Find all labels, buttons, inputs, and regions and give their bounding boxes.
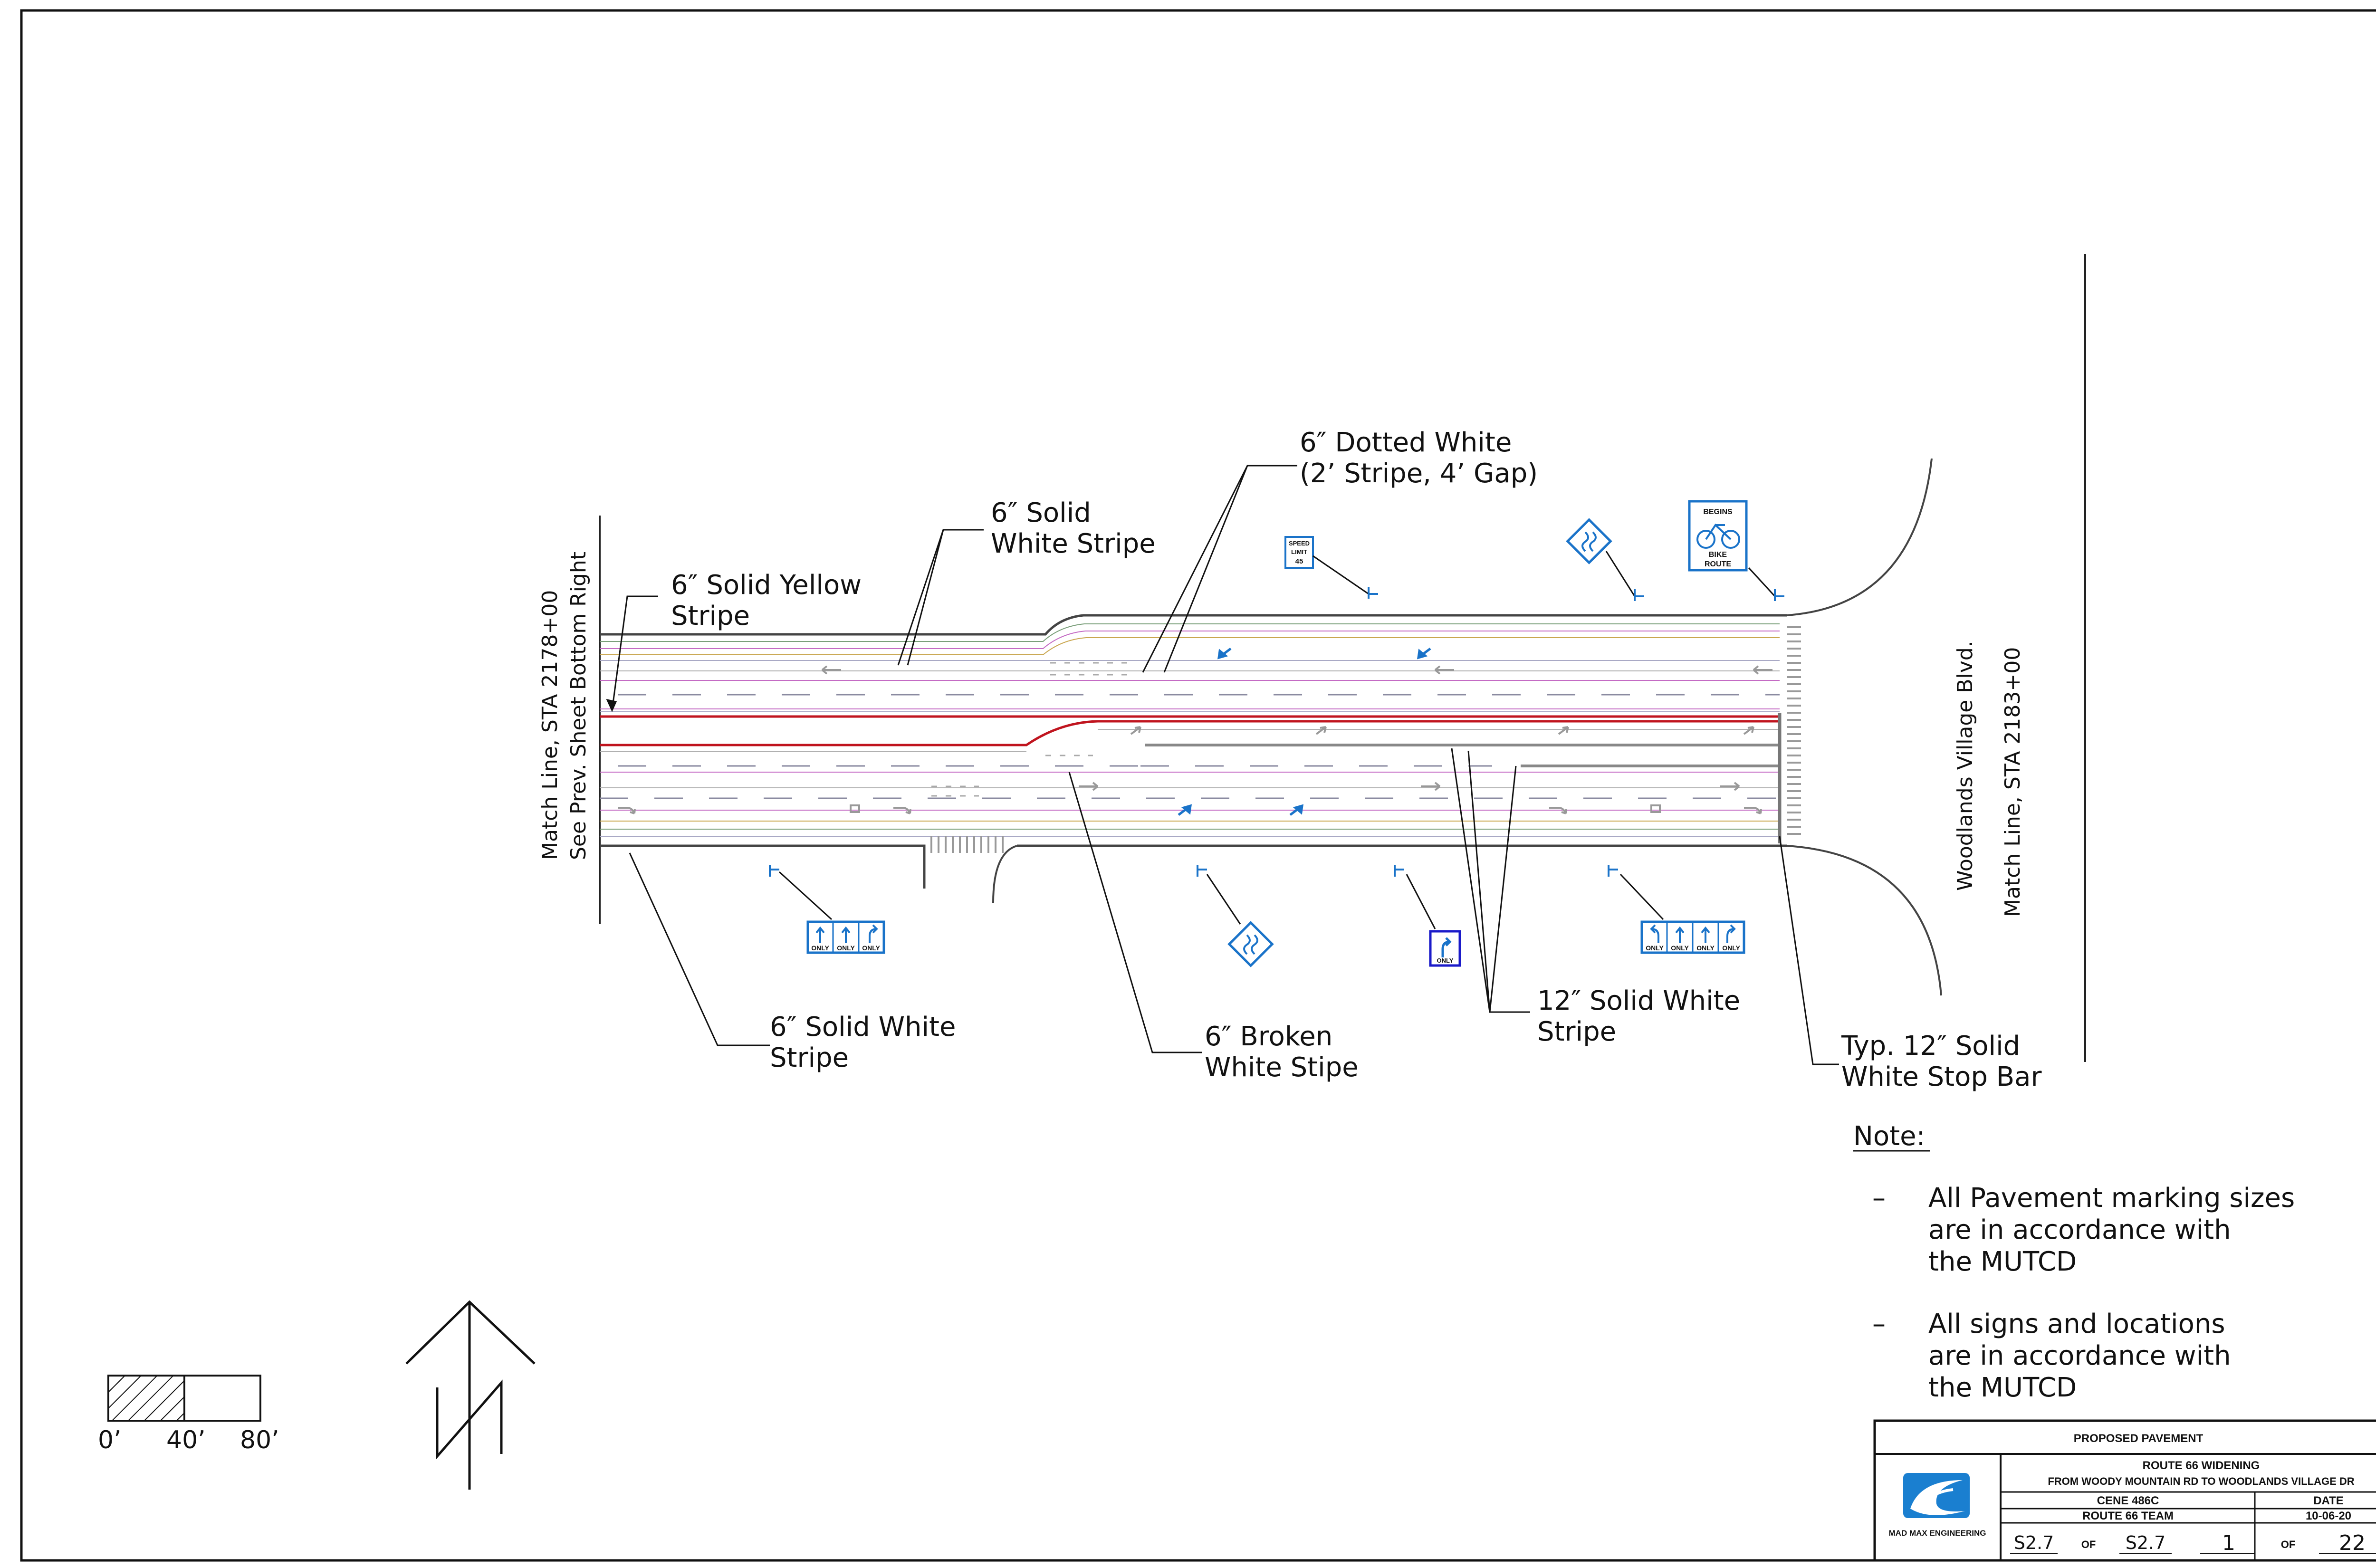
only-label-7: ONLY bbox=[1696, 944, 1715, 952]
bike-route-sign: BEGINS BIKE ROUTE bbox=[1688, 500, 1784, 601]
bike-sign-line-3: ROUTE bbox=[1705, 560, 1731, 568]
lane-shift-sign-south bbox=[1197, 865, 1274, 967]
lane-shift-sign-north bbox=[1566, 518, 1644, 601]
only-label-2: ONLY bbox=[837, 944, 855, 952]
sheet-title: PROPOSED PAVEMENT bbox=[2074, 1432, 2204, 1445]
callout-leaders bbox=[606, 465, 1839, 1065]
sheet-border bbox=[20, 9, 2376, 1562]
course-number: CENE 486C bbox=[2097, 1494, 2159, 1507]
note-1-line-3: the MUTCD bbox=[1928, 1246, 2077, 1277]
firm-name: MAD MAX ENGINEERING bbox=[1889, 1529, 1986, 1538]
team-name: ROUTE 66 TEAM bbox=[2082, 1510, 2174, 1522]
north-arrow bbox=[405, 1300, 536, 1490]
speed-sign-line-3: 45 bbox=[1295, 557, 1303, 565]
note-2-line-3: the MUTCD bbox=[1928, 1372, 2077, 1403]
stop-bar-label-2: White Stop Bar bbox=[1841, 1061, 2042, 1092]
right-turn-only-sign: ONLY bbox=[1394, 865, 1461, 967]
driveway-crosswalk bbox=[930, 836, 1004, 853]
yellow-stripe-label-2: Stripe bbox=[671, 601, 750, 631]
left-turn-bay-taper bbox=[600, 720, 1780, 746]
southwest-curb-return bbox=[992, 845, 1017, 903]
date-label: DATE bbox=[2313, 1494, 2344, 1507]
broken-white-label-1: 6″ Broken bbox=[1205, 1021, 1332, 1052]
callout-labels: 6″ Solid Yellow Stripe 6″ Solid White St… bbox=[671, 427, 2042, 1092]
note-2-line-2: are in accordance with bbox=[1928, 1340, 2231, 1371]
project-limits: FROM WOODY MOUNTAIN RD TO WOODLANDS VILL… bbox=[2048, 1475, 2354, 1487]
scale-tick-80: 80’ bbox=[240, 1426, 279, 1454]
solid-white-bottom-label-1: 6″ Solid White bbox=[770, 1012, 956, 1042]
cross-street-label: Woodlands Village Blvd. Match Line, STA … bbox=[1953, 641, 2025, 917]
page-of-label: OF bbox=[2281, 1539, 2296, 1550]
page-total: 22 bbox=[2339, 1531, 2366, 1555]
sheet-number: S2.7 bbox=[2014, 1532, 2054, 1553]
note-1-dash: – bbox=[1872, 1183, 1886, 1214]
match-line-left-text-1: Match Line, STA 2178+00 bbox=[538, 590, 562, 860]
solid-white-top-label-1: 6″ Solid bbox=[991, 497, 1091, 528]
only-label-3: ONLY bbox=[862, 944, 880, 952]
scale-bar: 0’ 40’ 80’ bbox=[98, 1375, 279, 1454]
only-label-8: ONLY bbox=[1722, 944, 1740, 952]
speed-limit-sign: SPEED LIMIT 45 bbox=[1284, 536, 1378, 599]
date-value: 10-06-20 bbox=[2306, 1510, 2351, 1522]
notes-heading: Note: bbox=[1853, 1121, 1925, 1152]
only-label-1: ONLY bbox=[811, 944, 829, 952]
solid-white-12-label-1: 12″ Solid White bbox=[1537, 985, 1740, 1016]
stop-bar-label-1: Typ. 12″ Solid bbox=[1841, 1031, 2020, 1061]
only-label-4: ONLY bbox=[1437, 957, 1454, 964]
title-block: PROPOSED PAVEMENT ROUTE 66 WIDENING FROM… bbox=[1873, 1419, 2376, 1562]
solid-white-12-label-2: Stripe bbox=[1537, 1016, 1616, 1047]
only-label-5: ONLY bbox=[1646, 944, 1664, 952]
bike-lane-arrows bbox=[1178, 648, 1431, 816]
note-1-line-1: All Pavement marking sizes bbox=[1928, 1183, 2295, 1214]
broken-white-label-2: White Stipe bbox=[1205, 1052, 1359, 1083]
firm-logo bbox=[1903, 1473, 1970, 1518]
note-2-line-1: All signs and locations bbox=[1928, 1309, 2225, 1339]
solid-white-top-label-2: White Stripe bbox=[991, 528, 1156, 559]
cross-street-text: Woodlands Village Blvd. bbox=[1953, 641, 1977, 891]
dotted-white-label-2: (2’ Stripe, 4’ Gap) bbox=[1300, 458, 1538, 489]
note-2-dash: – bbox=[1872, 1309, 1886, 1339]
match-line-right-text: Match Line, STA 2183+00 bbox=[2001, 647, 2025, 917]
page-number: 1 bbox=[2222, 1531, 2235, 1555]
scale-tick-0: 0’ bbox=[98, 1426, 122, 1454]
southeast-curb-return bbox=[1786, 845, 1942, 996]
signs: SPEED LIMIT 45 BEGINS BIKE ROUTE bbox=[769, 500, 1784, 967]
lane-use-sign-east: ONLY ONLY ONLY ONLY bbox=[1608, 865, 1745, 954]
scale-tick-40: 40’ bbox=[166, 1426, 206, 1454]
sheet-of-label: OF bbox=[2081, 1539, 2096, 1550]
yellow-stripe-label-1: 6″ Solid Yellow bbox=[671, 570, 862, 601]
lane-use-sign-west: ONLY ONLY ONLY bbox=[769, 865, 885, 954]
south-edge-west bbox=[600, 844, 926, 889]
notes: Note: – All Pavement marking sizes are i… bbox=[1853, 1121, 2295, 1403]
sheet-total: S2.7 bbox=[2126, 1532, 2166, 1553]
solid-white-bottom-label-2: Stripe bbox=[770, 1042, 849, 1073]
speed-sign-line-1: SPEED bbox=[1289, 540, 1310, 547]
northeast-curb-return bbox=[1786, 458, 1933, 616]
note-1-line-2: are in accordance with bbox=[1928, 1214, 2231, 1245]
roadway-plan bbox=[599, 254, 2086, 1062]
speed-sign-line-2: LIMIT bbox=[1291, 548, 1307, 555]
project-title: ROUTE 66 WIDENING bbox=[2143, 1459, 2260, 1472]
bike-sign-line-1: BEGINS bbox=[1703, 508, 1733, 516]
only-label-6: ONLY bbox=[1671, 944, 1689, 952]
intersection-crosswalk bbox=[1787, 626, 1801, 835]
pavement-arrows bbox=[618, 665, 1772, 814]
match-line-left-text-2: See Prev. Sheet Bottom Right bbox=[566, 552, 591, 860]
bike-sign-line-2: BIKE bbox=[1709, 551, 1727, 559]
match-line-left-label: Match Line, STA 2178+00 See Prev. Sheet … bbox=[538, 552, 591, 860]
dotted-white-label-1: 6″ Dotted White bbox=[1300, 427, 1512, 458]
north-edge bbox=[600, 614, 1787, 636]
